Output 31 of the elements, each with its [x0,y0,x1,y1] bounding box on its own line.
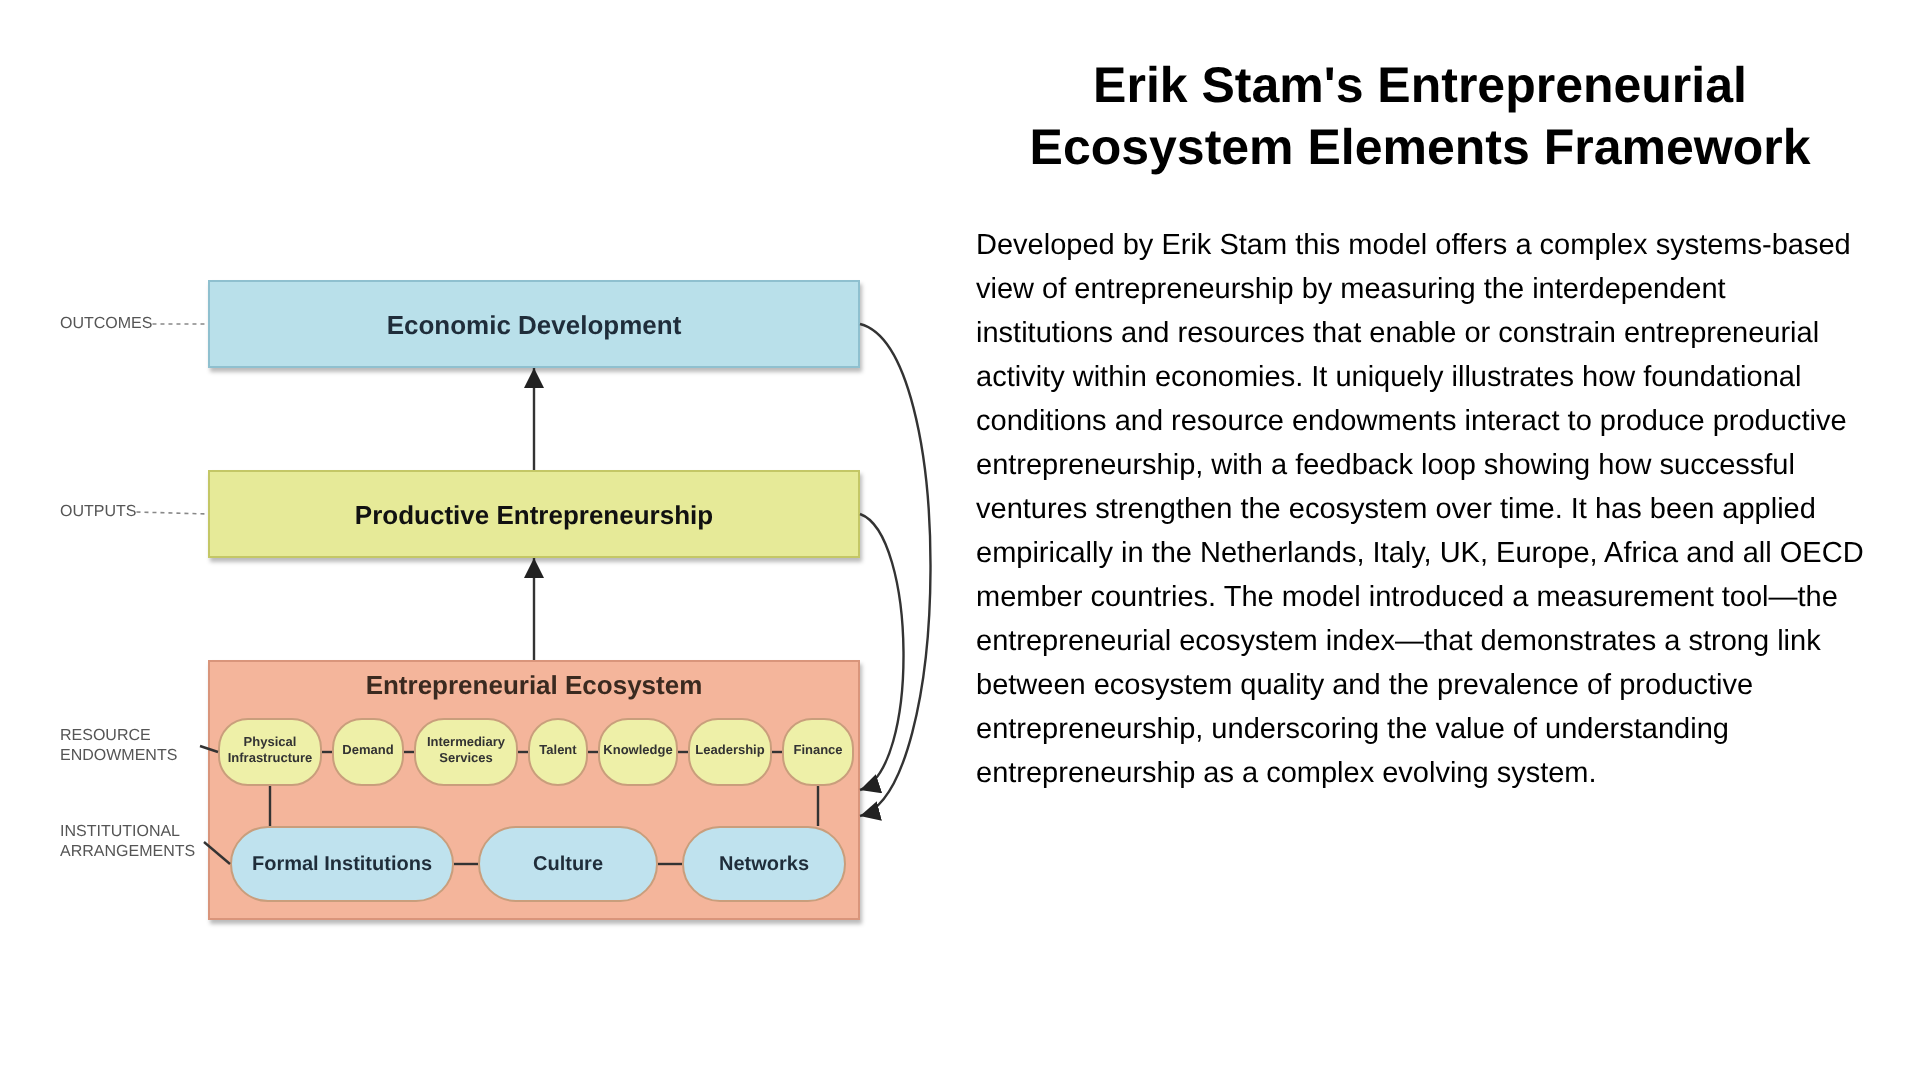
row-label: OUTPUTS [60,500,137,524]
institution-pill: Culture [478,826,658,902]
arrow [859,513,905,791]
leader-line [199,744,219,754]
connector-line [454,862,478,866]
outcome-box: Economic Development [208,280,860,368]
institution-pill: Networks [682,826,846,902]
output-box: Productive Entrepreneurship [208,470,860,558]
connector-line [588,750,598,754]
connector-line [404,750,414,754]
leader-line [203,841,231,865]
row-label: RESOURCE ENDOWMENTS [60,724,200,768]
row-label: OUTCOMES [60,312,153,336]
description-paragraph: Developed by Erik Stam this model offers a complex systems-based view of entrepreneurship by measuring the interdependent institutions and resources that enable or constrain entrepreneurial activity within economies. It uniquely illustrates how foundational conditions and resource endowments interact to produce productive entrepreneurship, with a feedback loop showing how successful ventures strengthen the ecosystem over time. It has been applied empirically in the Netherlands, Italy, UK, Europe, Africa and all OECD member countries. The model introduced a measurement tool—the entrepreneurial ecosystem index—that demonstrates a strong link between ecosystem quality and the prevalence of productive entrepreneurship, underscoring the value of understanding entrepreneurship as a complex evolving system. [976,228,1866,794]
panel-title: Entrepreneurial Ecosystem [365,670,703,700]
connector-line [322,750,332,754]
ecosystem-panel [208,660,860,920]
leader-line [135,511,209,515]
arrow [859,323,932,817]
row-label: INSTITUTIONAL ARRANGEMENTS [60,820,204,864]
connector-line [678,750,688,754]
institution-pill: Formal Institutions [230,826,454,902]
connector-line [658,862,682,866]
arrow [524,368,544,470]
title: Erik Stam's Entrepreneurial Ecosystem Elements Framework [1027,56,1813,180]
leader-line [151,323,209,325]
connector-line [518,750,528,754]
connector-line [268,786,272,826]
connector-line [816,786,820,826]
arrow [524,558,544,660]
connector-line [772,750,782,754]
